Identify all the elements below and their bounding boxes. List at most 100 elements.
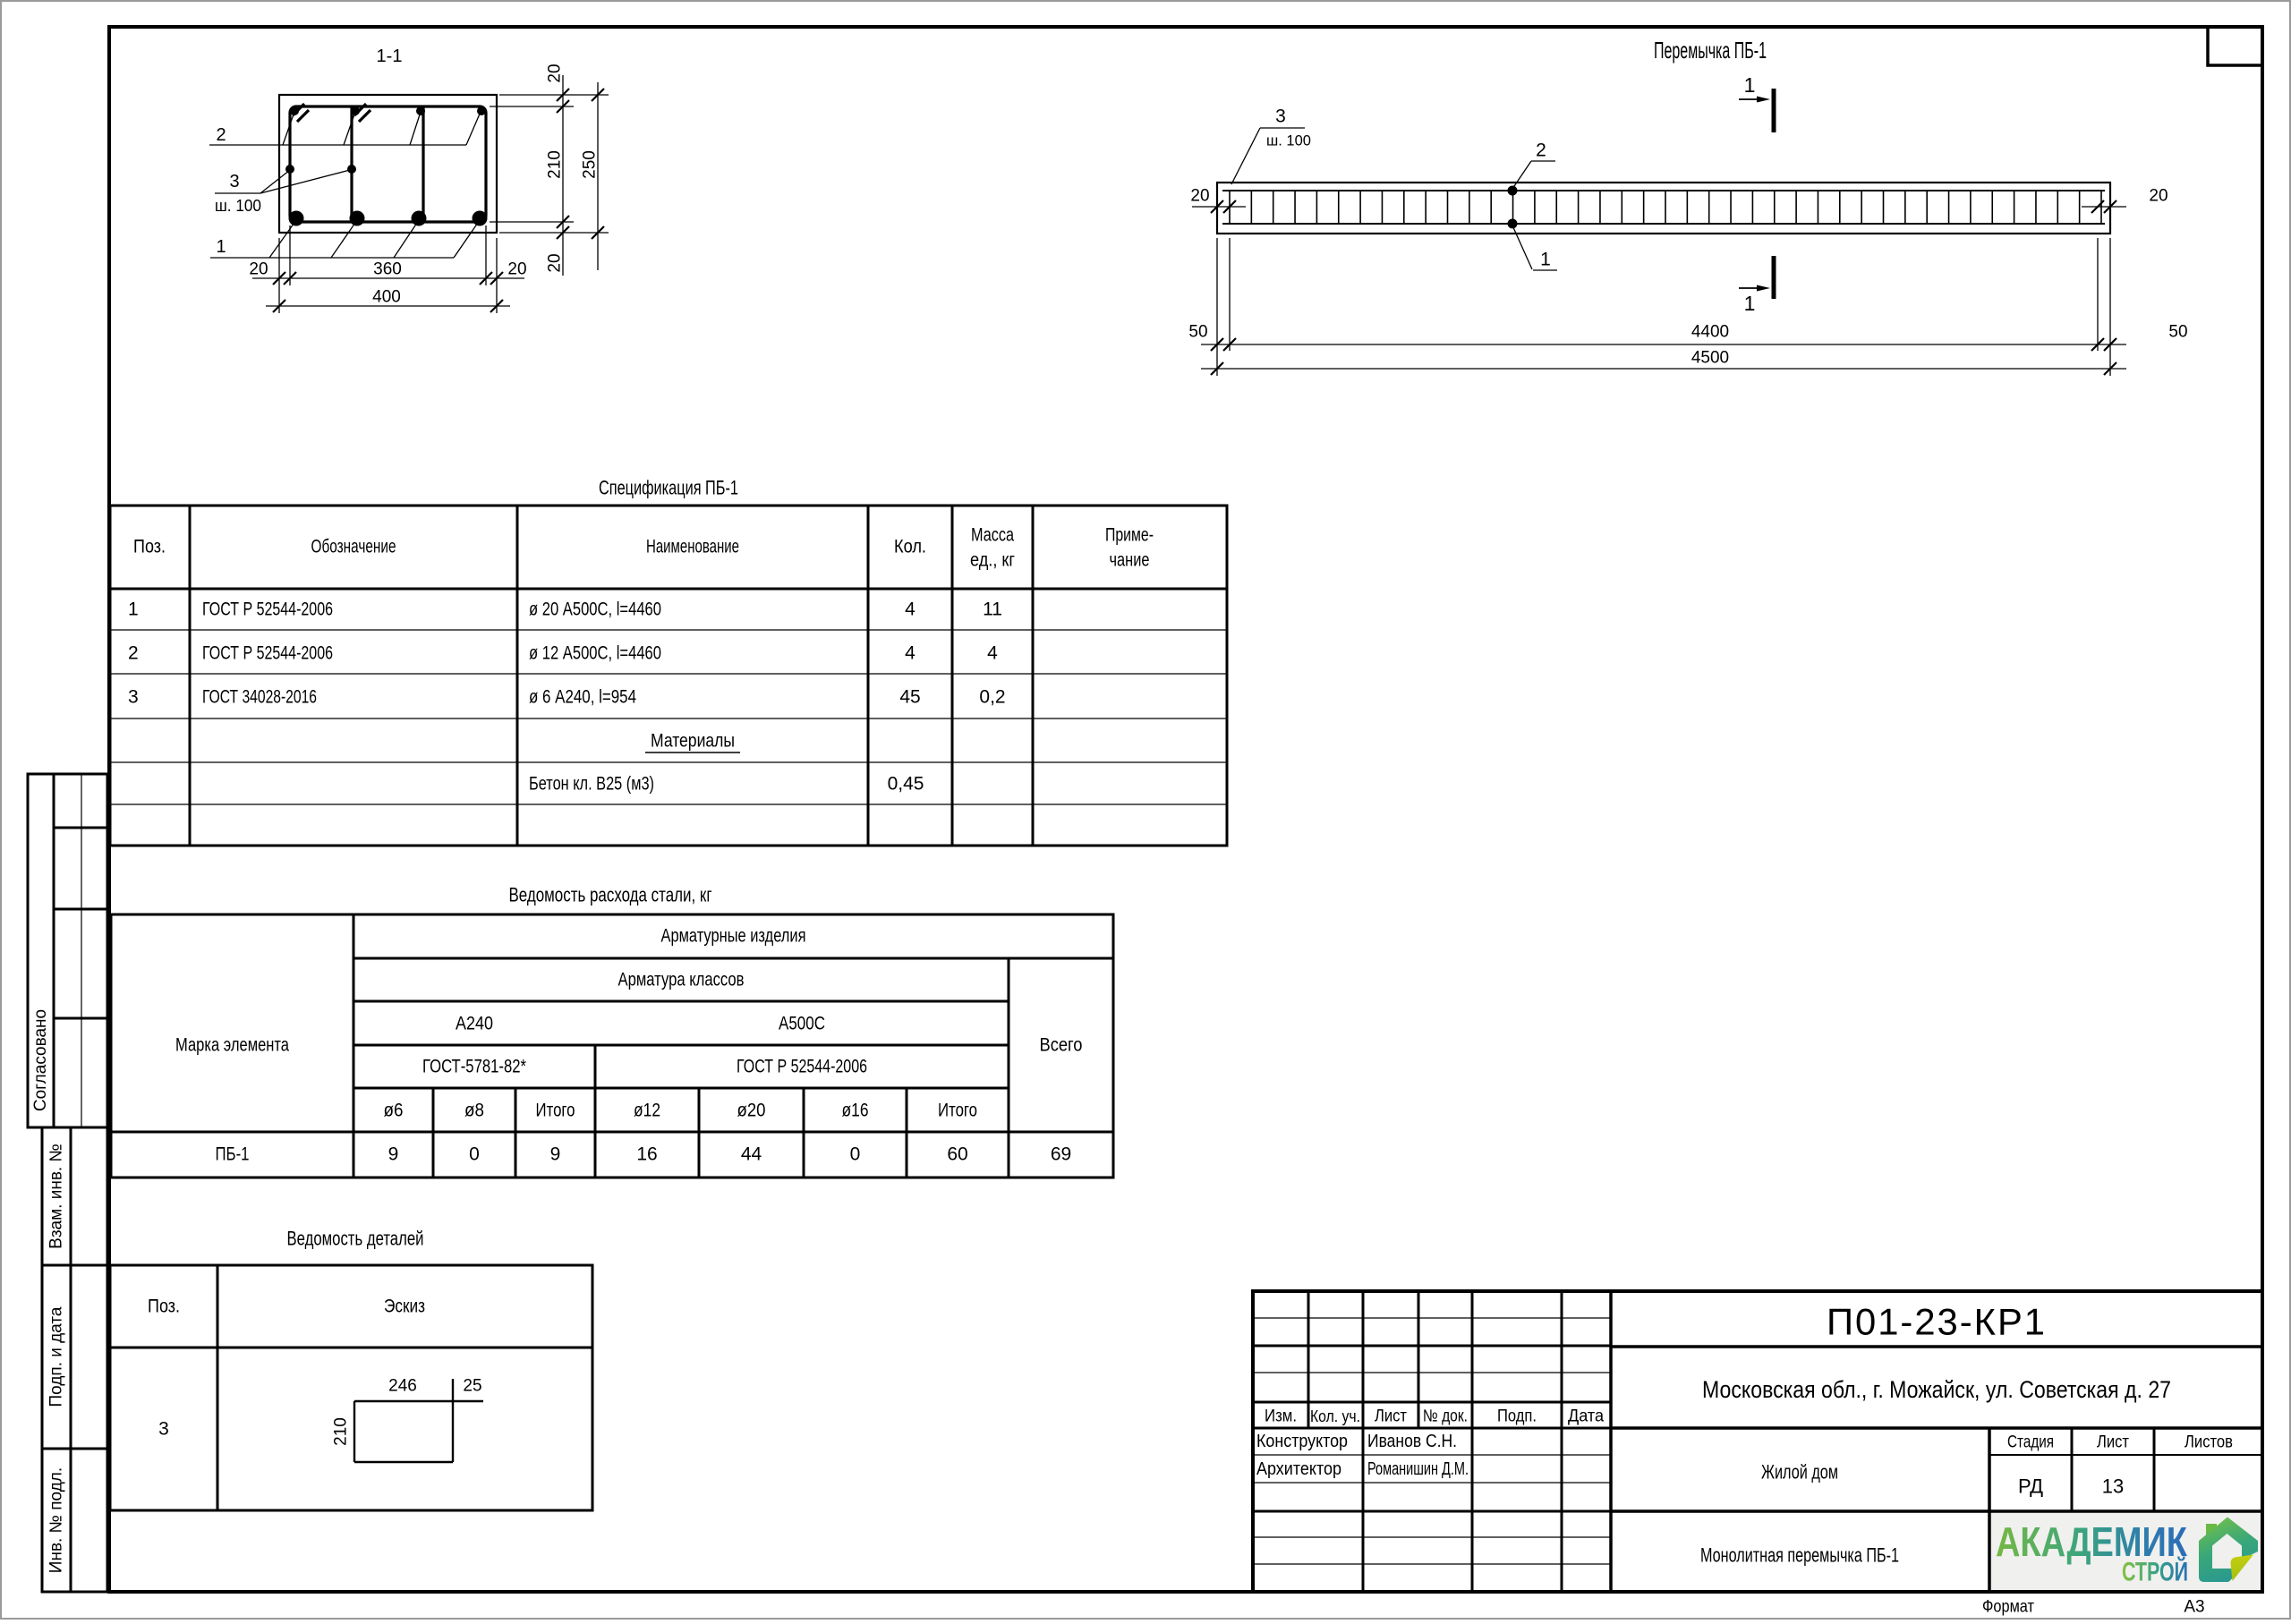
- svg-text:ш. 100: ш. 100: [1266, 132, 1311, 149]
- svg-text:0: 0: [850, 1144, 861, 1165]
- svg-text:Арматура классов: Арматура классов: [618, 970, 745, 991]
- svg-text:Бетон кл. В25 (м3): Бетон кл. В25 (м3): [529, 774, 654, 795]
- svg-text:60: 60: [947, 1144, 967, 1165]
- svg-text:210: 210: [546, 150, 565, 179]
- svg-text:2: 2: [216, 125, 226, 145]
- svg-text:210: 210: [332, 1417, 351, 1446]
- svg-text:16: 16: [636, 1144, 657, 1165]
- svg-text:400: 400: [372, 288, 401, 307]
- svg-text:4: 4: [905, 599, 916, 620]
- svg-text:Поз.: Поз.: [148, 1297, 180, 1317]
- svg-text:Эскиз: Эскиз: [384, 1297, 425, 1317]
- svg-text:20: 20: [2149, 187, 2168, 206]
- svg-text:3: 3: [158, 1419, 169, 1440]
- svg-text:Кол. уч.: Кол. уч.: [1310, 1407, 1360, 1425]
- svg-text:20: 20: [546, 64, 565, 82]
- svg-text:АКАДЕМИК: АКАДЕМИК: [1996, 1518, 2188, 1565]
- svg-text:Иванов С.Н.: Иванов С.Н.: [1367, 1432, 1457, 1451]
- svg-text:ПБ-1: ПБ-1: [216, 1144, 250, 1165]
- svg-text:ГОСТ Р 52544-2006: ГОСТ Р 52544-2006: [202, 599, 333, 620]
- svg-text:250: 250: [581, 150, 600, 179]
- svg-text:Дата: Дата: [1568, 1407, 1604, 1426]
- svg-text:Формат: Формат: [1982, 1598, 2034, 1617]
- svg-text:П01-23-КР1: П01-23-КР1: [1827, 1301, 2047, 1343]
- svg-text:СТРОЙ: СТРОЙ: [2122, 1557, 2188, 1587]
- svg-text:Подп.: Подп.: [1497, 1407, 1537, 1426]
- svg-text:Итого: Итого: [938, 1101, 977, 1121]
- svg-text:1-1: 1-1: [377, 47, 403, 66]
- svg-text:ø 20 А500С, l=4460: ø 20 А500С, l=4460: [529, 599, 661, 620]
- svg-text:ø20: ø20: [737, 1101, 766, 1121]
- svg-text:1: 1: [1744, 73, 1756, 97]
- svg-text:ø8: ø8: [464, 1101, 484, 1121]
- svg-text:9: 9: [388, 1144, 399, 1165]
- svg-text:ø 6 А240, l=954: ø 6 А240, l=954: [529, 687, 636, 708]
- svg-text:Инв. № подл.: Инв. № подл.: [47, 1467, 66, 1573]
- svg-text:№ док.: № док.: [1423, 1407, 1468, 1426]
- svg-text:ГОСТ 34028-2016: ГОСТ 34028-2016: [202, 687, 317, 708]
- svg-text:4400: 4400: [1691, 323, 1729, 342]
- svg-text:Перемычка ПБ-1: Перемычка ПБ-1: [1654, 37, 1767, 64]
- svg-text:ø 12 А500С, l=4460: ø 12 А500С, l=4460: [529, 643, 661, 664]
- svg-text:ГОСТ-5781-82*: ГОСТ-5781-82*: [422, 1057, 526, 1077]
- svg-text:Итого: Итого: [536, 1101, 575, 1121]
- svg-text:Взам. инв. №: Взам. инв. №: [47, 1144, 66, 1249]
- svg-text:20: 20: [546, 253, 565, 272]
- svg-text:чание: чание: [1110, 550, 1150, 571]
- svg-text:25: 25: [463, 1377, 481, 1396]
- svg-text:А3: А3: [2184, 1598, 2204, 1617]
- svg-text:44: 44: [741, 1144, 762, 1165]
- svg-text:ГОСТ Р 52544-2006: ГОСТ Р 52544-2006: [202, 643, 333, 664]
- svg-text:ед., кг: ед., кг: [970, 550, 1015, 571]
- svg-text:РД: РД: [2018, 1475, 2043, 1498]
- svg-text:1: 1: [1540, 250, 1551, 270]
- svg-text:Приме-: Приме-: [1105, 525, 1154, 546]
- svg-text:Монолитная перемычка ПБ-1: Монолитная перемычка ПБ-1: [1700, 1544, 1899, 1567]
- svg-text:Наименование: Наименование: [646, 537, 739, 557]
- svg-text:Ведомость расхода стали, кг: Ведомость расхода стали, кг: [509, 884, 712, 906]
- svg-text:0,2: 0,2: [979, 687, 1005, 708]
- svg-text:Жилой дом: Жилой дом: [1761, 1461, 1838, 1484]
- svg-text:Конструктор: Конструктор: [1256, 1432, 1348, 1451]
- svg-text:Романишин Д.М.: Романишин Д.М.: [1367, 1459, 1469, 1479]
- svg-text:69: 69: [1051, 1144, 1071, 1165]
- svg-text:4: 4: [987, 643, 998, 664]
- svg-text:Всего: Всего: [1040, 1035, 1083, 1056]
- svg-text:3: 3: [1275, 106, 1286, 127]
- svg-text:Обозначение: Обозначение: [311, 537, 396, 557]
- svg-text:Спецификация ПБ-1: Спецификация ПБ-1: [599, 477, 738, 499]
- svg-text:Марка элемента: Марка элемента: [175, 1035, 289, 1056]
- svg-text:ø16: ø16: [842, 1101, 869, 1121]
- svg-text:Стадия: Стадия: [2007, 1433, 2054, 1452]
- svg-text:1: 1: [216, 237, 226, 257]
- svg-text:Архитектор: Архитектор: [1256, 1459, 1341, 1479]
- svg-text:246: 246: [388, 1377, 417, 1396]
- svg-text:Лист: Лист: [2097, 1433, 2129, 1452]
- svg-text:9: 9: [550, 1144, 561, 1165]
- svg-text:3: 3: [229, 172, 239, 191]
- svg-text:360: 360: [373, 260, 402, 279]
- svg-text:ø6: ø6: [384, 1101, 404, 1121]
- svg-text:20: 20: [249, 260, 268, 279]
- svg-text:4: 4: [905, 643, 916, 664]
- svg-text:2: 2: [128, 643, 139, 664]
- svg-text:Лист: Лист: [1375, 1407, 1407, 1426]
- svg-text:Материалы: Материалы: [651, 731, 735, 752]
- svg-text:0,45: 0,45: [888, 774, 924, 795]
- svg-text:Арматурные изделия: Арматурные изделия: [661, 926, 806, 947]
- svg-text:Согласовано: Согласовано: [31, 1009, 50, 1111]
- svg-text:20: 20: [507, 260, 526, 279]
- svg-text:Московская обл., г. Можайск, у: Московская обл., г. Можайск, ул. Советск…: [1702, 1376, 2171, 1403]
- svg-text:0: 0: [469, 1144, 480, 1165]
- svg-text:1: 1: [1744, 292, 1756, 315]
- svg-text:ø12: ø12: [634, 1101, 660, 1121]
- svg-text:1: 1: [128, 599, 139, 620]
- svg-text:4500: 4500: [1691, 349, 1729, 368]
- svg-text:Поз.: Поз.: [133, 537, 166, 557]
- svg-text:2: 2: [1536, 140, 1546, 161]
- svg-text:Подп. и дата: Подп. и дата: [47, 1306, 66, 1407]
- svg-text:А240: А240: [456, 1014, 493, 1034]
- svg-text:Кол.: Кол.: [894, 537, 926, 557]
- svg-text:ш. 100: ш. 100: [215, 197, 261, 215]
- svg-text:20: 20: [1190, 187, 1209, 206]
